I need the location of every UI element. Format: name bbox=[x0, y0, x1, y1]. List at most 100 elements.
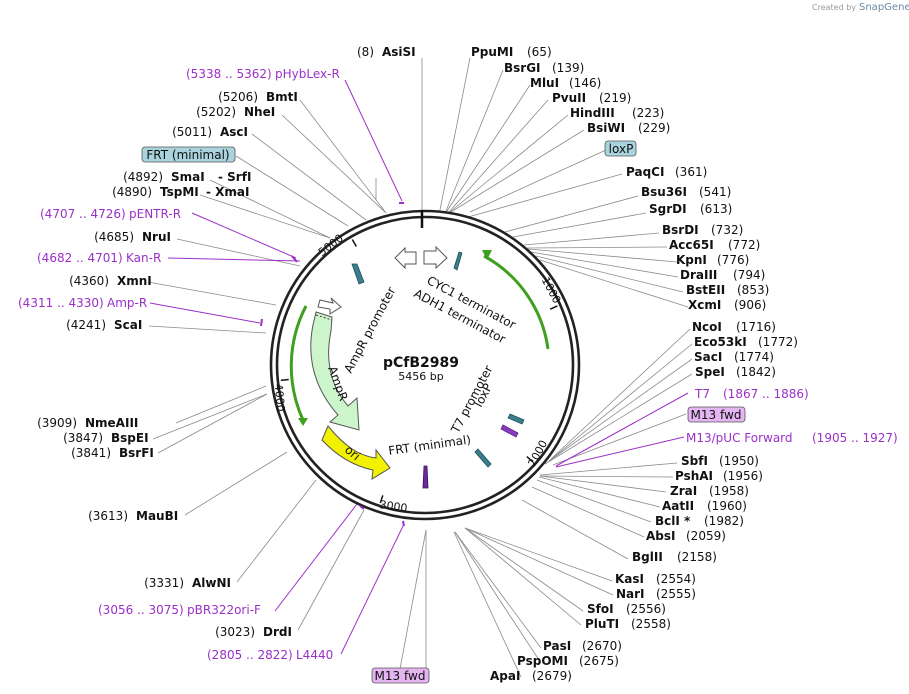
site-number: (65) bbox=[527, 45, 552, 59]
site-name: ZraI bbox=[670, 484, 697, 498]
site-number: (139) bbox=[552, 61, 584, 75]
site-number: (3909) bbox=[37, 416, 77, 430]
primer-range: (4707 .. 4726) bbox=[40, 207, 126, 221]
site-name: BsrDI bbox=[662, 223, 699, 237]
tick-mark bbox=[379, 495, 384, 504]
site-number: (3847) bbox=[63, 431, 103, 445]
site-name: SacI bbox=[694, 350, 722, 364]
site-number: (3613) bbox=[88, 509, 128, 523]
features bbox=[289, 245, 550, 489]
site-number: (223) bbox=[632, 106, 664, 120]
ampr-arc-arrowhead bbox=[298, 418, 308, 426]
site-name: PshAI bbox=[675, 469, 713, 483]
site-number: (219) bbox=[599, 91, 631, 105]
site-number: (3331) bbox=[144, 576, 184, 590]
site-number: (732) bbox=[711, 223, 743, 237]
site-number: (541) bbox=[699, 185, 731, 199]
ampr-arc bbox=[289, 305, 308, 421]
site-name: SmaI bbox=[171, 170, 205, 184]
primer-range: (4311 .. 4330) bbox=[18, 296, 104, 310]
credit: Created by SnapGene bbox=[812, 2, 909, 13]
site-number: (5202) bbox=[196, 105, 236, 119]
primer-name: Amp-R bbox=[107, 296, 147, 310]
site-name: PspOMI bbox=[517, 654, 568, 668]
site-name: BmtI bbox=[266, 90, 298, 104]
primer-name: Kan-R bbox=[126, 251, 161, 265]
frt-label: FRT (minimal) bbox=[387, 433, 471, 458]
primer-name: M13/pUC Forward bbox=[686, 431, 793, 445]
site-number: (229) bbox=[638, 121, 670, 135]
site-name: PluTI bbox=[585, 617, 619, 631]
cyc1-terminator-feature bbox=[423, 245, 448, 270]
tick-mark bbox=[549, 305, 558, 310]
tick-label: 4000 bbox=[272, 383, 287, 412]
site-name: PvuII bbox=[552, 91, 586, 105]
site-name: HindIII bbox=[570, 106, 615, 120]
primer-name: L4440 bbox=[296, 648, 333, 662]
site-name: NruI bbox=[142, 230, 171, 244]
site-extra: - XmaI bbox=[206, 185, 249, 199]
site-name: Acc65I bbox=[669, 238, 714, 252]
site-number: (5206) bbox=[218, 90, 258, 104]
site-name: XcmI bbox=[688, 298, 721, 312]
site-number: (4890) bbox=[112, 185, 152, 199]
site-name: BsiWI bbox=[587, 121, 625, 135]
site-number: (3841) bbox=[71, 446, 111, 460]
site-name: PaqCI bbox=[626, 165, 664, 179]
site-number: (2679) bbox=[532, 669, 572, 683]
primer-name: pHybLex-R bbox=[275, 67, 340, 81]
site-number: (1950) bbox=[719, 454, 759, 468]
site-name: AlwNI bbox=[192, 576, 231, 590]
site-number: (1842) bbox=[736, 365, 776, 379]
ampr-promoter-feature bbox=[317, 297, 342, 315]
site-name: BclI * bbox=[655, 514, 691, 528]
site-extra: - SrfI bbox=[218, 170, 251, 184]
site-name: KasI bbox=[615, 572, 644, 586]
site-name: AscI bbox=[220, 125, 248, 139]
site-number: (2059) bbox=[686, 529, 726, 543]
primer-labels: (5338 .. 5362)pHybLex-R(4707 .. 4726)pEN… bbox=[18, 67, 898, 662]
site-number: (1958) bbox=[709, 484, 749, 498]
tick-label: 3000 bbox=[379, 498, 409, 515]
site-number: (4360) bbox=[69, 274, 109, 288]
plasmid-size: 5456 bp bbox=[398, 370, 443, 383]
right-site-labels: BsrGI(139)MluI(146)PvuII(219)HindIII(223… bbox=[490, 61, 798, 683]
site-name: DraIII bbox=[680, 268, 717, 282]
site-name: Eco53kI bbox=[694, 335, 747, 349]
site-number: (1960) bbox=[707, 499, 747, 513]
site-name: PasI bbox=[543, 639, 571, 653]
plasmid-name: pCfB2989 bbox=[383, 355, 459, 371]
site-name: SpeI bbox=[695, 365, 725, 379]
site-number: (361) bbox=[675, 165, 707, 179]
m13-right-box-label: M13 fwd bbox=[691, 408, 742, 422]
site-name: ApaI bbox=[490, 669, 520, 683]
site-name: PpuMI bbox=[471, 45, 513, 59]
site-number: (4685) bbox=[94, 230, 134, 244]
site-name: BglII bbox=[632, 550, 663, 564]
site-number: (4892) bbox=[123, 170, 163, 184]
frt-top-feature bbox=[351, 263, 365, 285]
site-number: (1956) bbox=[723, 469, 763, 483]
adh1-terminator-feature bbox=[394, 246, 417, 270]
site-number: (1772) bbox=[758, 335, 798, 349]
ampr-feature bbox=[310, 311, 360, 431]
site-name: SfoI bbox=[587, 602, 614, 616]
frt-box-label: FRT (minimal) bbox=[146, 148, 229, 162]
primer-marks bbox=[260, 202, 405, 527]
center-label: pCfB2989 5456 bp bbox=[383, 355, 459, 383]
m13-feature bbox=[422, 465, 429, 489]
site-name: BspEI bbox=[111, 431, 149, 445]
tick-mark bbox=[351, 239, 357, 247]
site-number: (2670) bbox=[582, 639, 622, 653]
ori-feature bbox=[321, 425, 391, 480]
site-name: AsiSI bbox=[382, 45, 416, 59]
site-name: SbfI bbox=[681, 454, 708, 468]
site-name: MluI bbox=[530, 76, 559, 90]
site-number: (2675) bbox=[579, 654, 619, 668]
primer-range: (3056 .. 3075) bbox=[98, 603, 184, 617]
site-number: (3023) bbox=[215, 625, 255, 639]
primer-range: (5338 .. 5362) bbox=[186, 67, 272, 81]
m13-bottom-box-label: M13 fwd bbox=[375, 669, 426, 683]
